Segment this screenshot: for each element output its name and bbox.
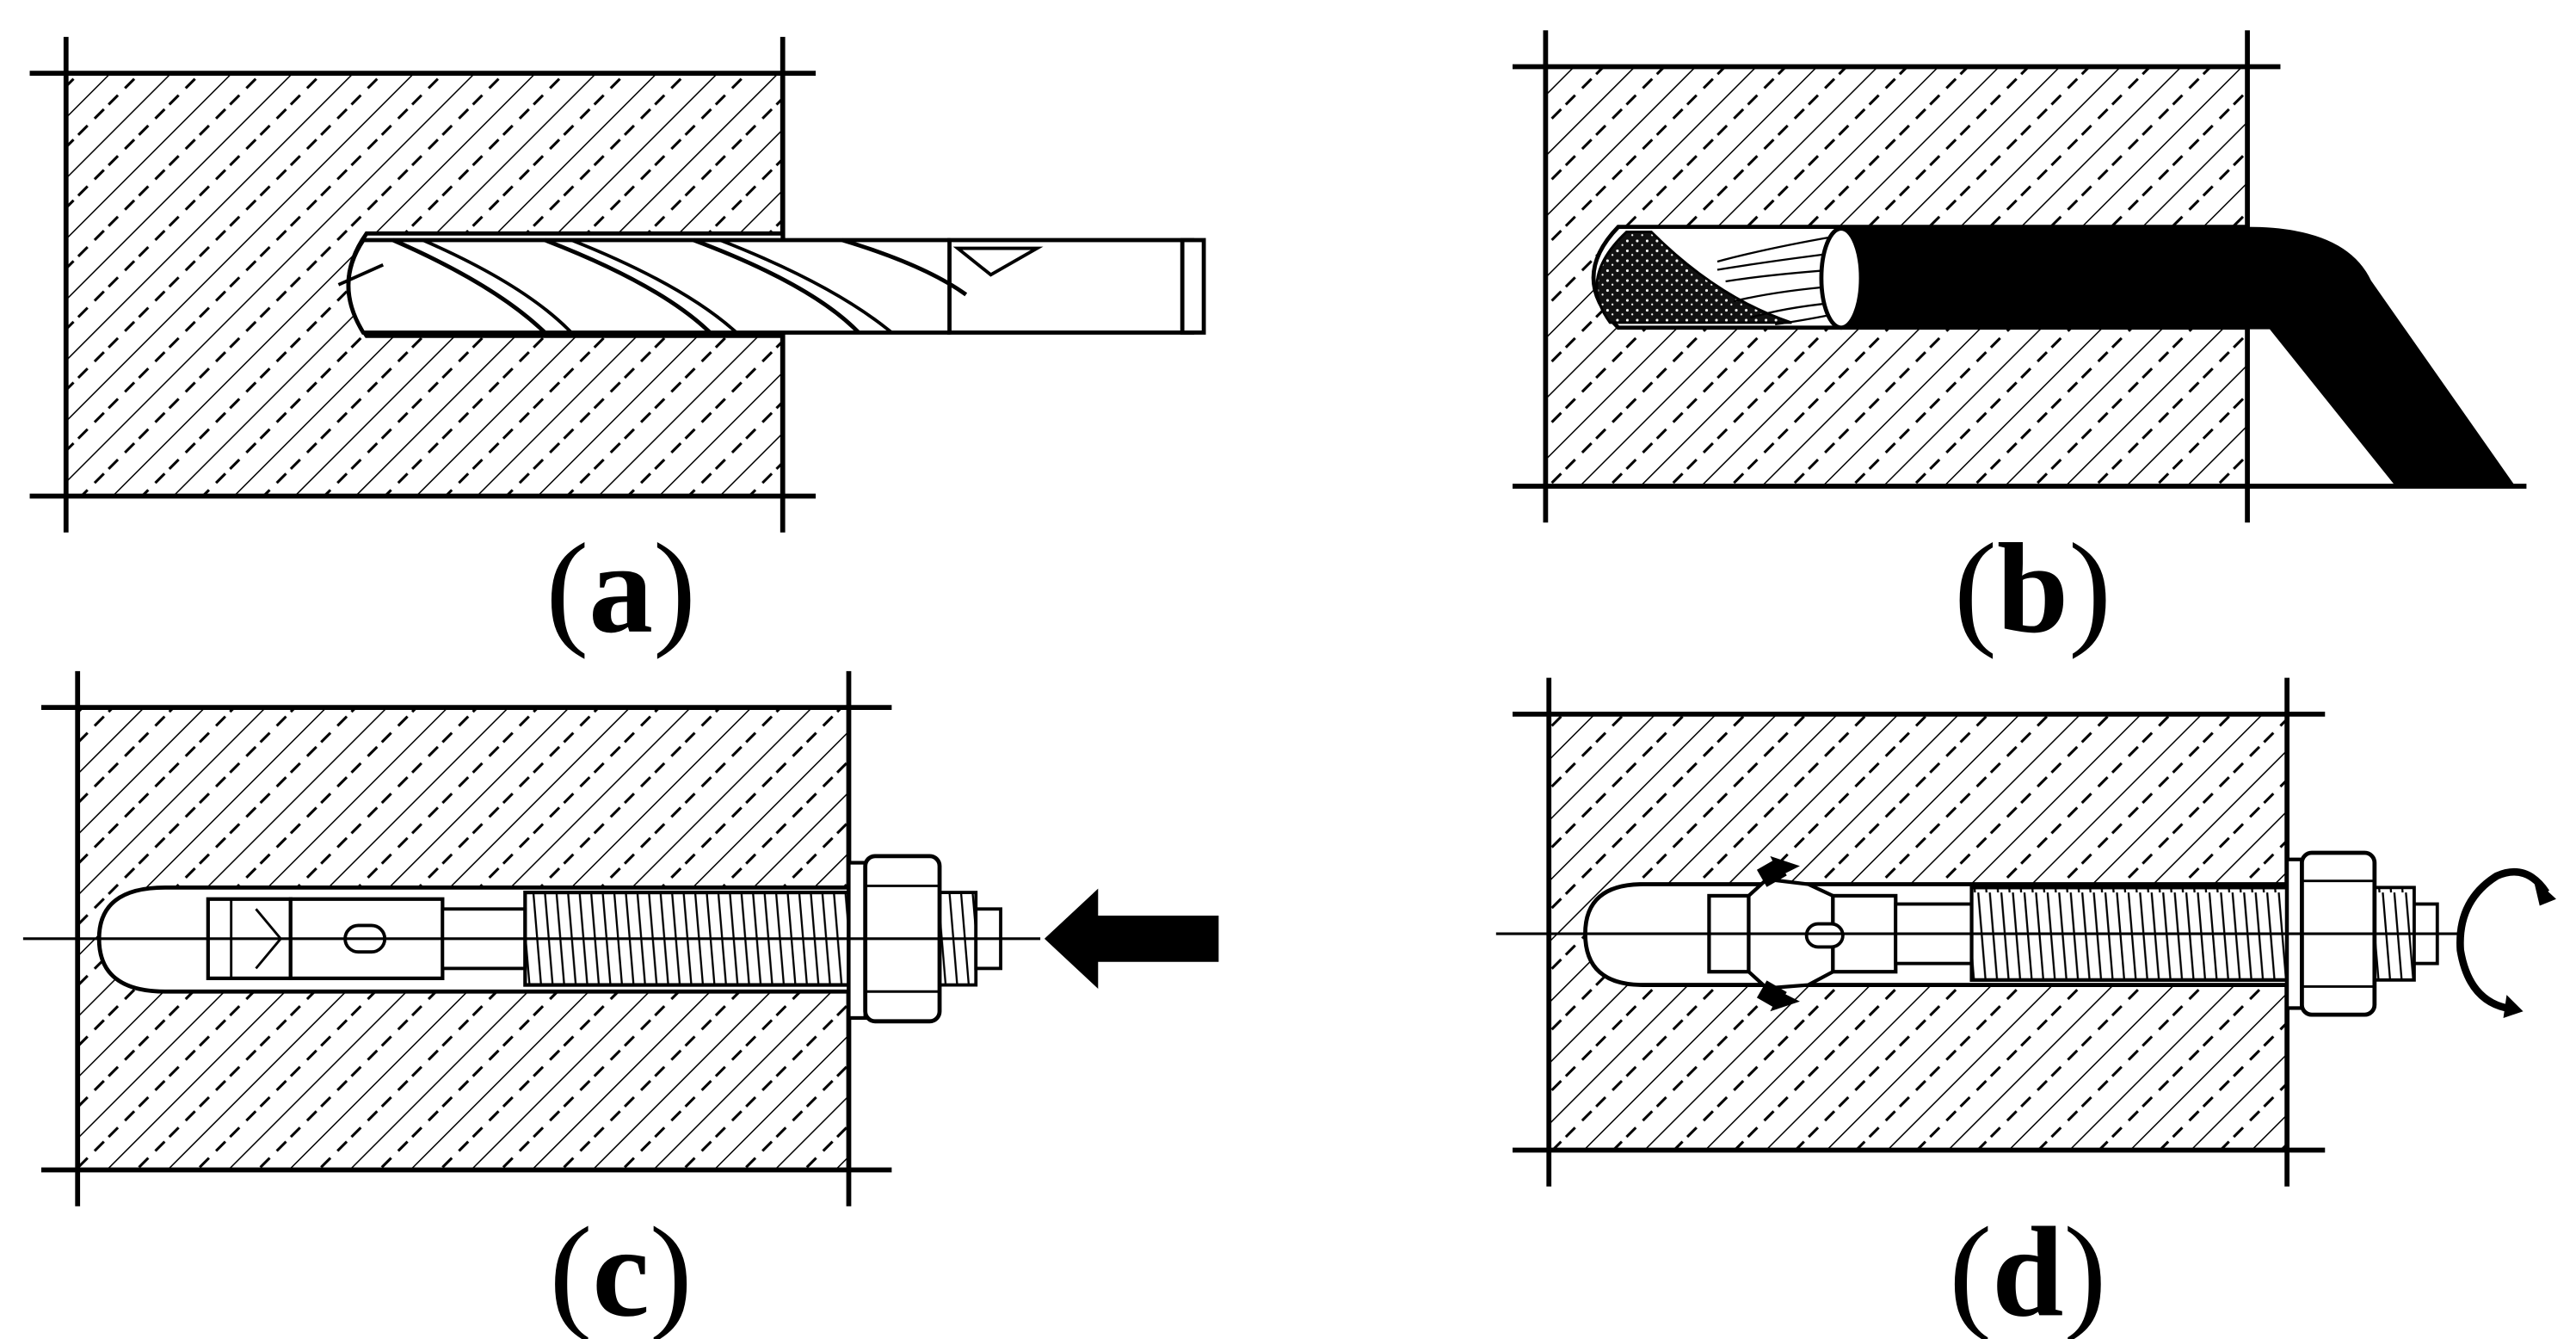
panel-c	[22, 670, 1219, 1206]
expansion-arrow-up-icon	[1756, 855, 1800, 887]
caption-c: (c)	[550, 1201, 693, 1339]
panel-a	[29, 36, 1206, 533]
caption-d: (d)	[1949, 1201, 2106, 1339]
rotate-torque-icon	[2456, 867, 2556, 1018]
drill-bit-icon	[337, 238, 1206, 335]
panel-d	[1495, 677, 2556, 1187]
caption-b: (b)	[1954, 518, 2111, 660]
caption-a: (a)	[545, 518, 696, 660]
cleaning-brush-icon	[1819, 226, 2517, 488]
expansion-arrow-down-icon	[1756, 980, 1800, 1012]
panel-b	[1513, 30, 2527, 523]
drill-dust-icon	[1595, 230, 1792, 324]
push-arrow-icon	[1044, 888, 1219, 989]
